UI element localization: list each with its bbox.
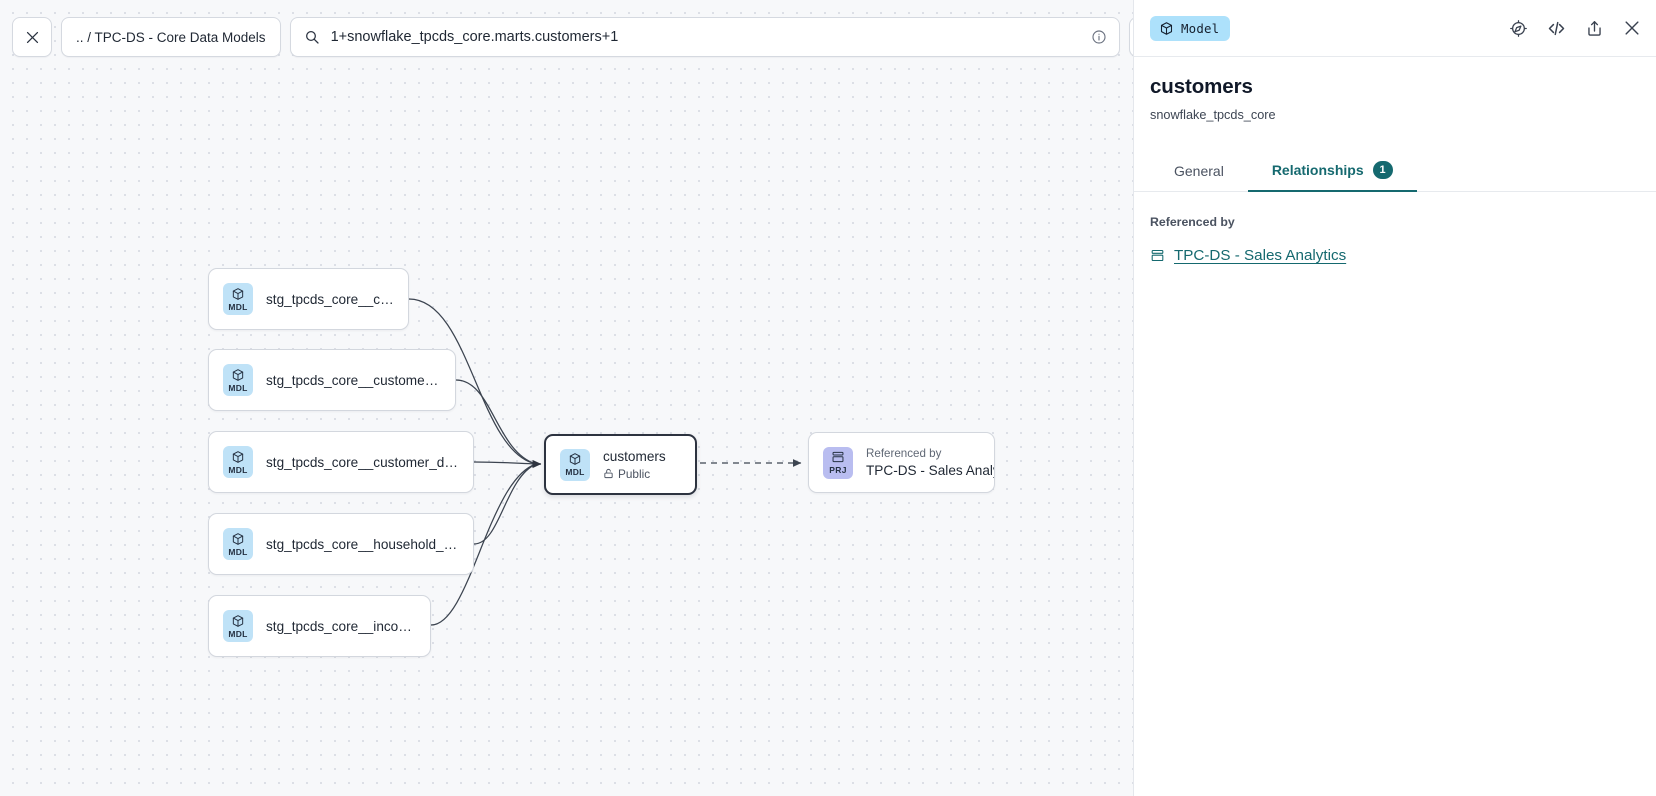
model-type-label: Model [1181,20,1220,36]
search-icon [304,29,320,45]
graph-node-project[interactable]: PRJ Referenced by TPC-DS - Sales Analyti… [808,432,995,493]
model-badge: MDL [560,448,590,481]
model-badge-text: MDL [565,467,585,477]
graph-node-label: stg_tpcds_core__customer [266,291,394,307]
close-lineage-button[interactable] [12,17,52,57]
graph-node[interactable]: MDL stg_tpcds_core__household_demogr… [208,513,474,575]
tab-general[interactable]: General [1150,153,1248,192]
graph-node-label: stg_tpcds_core__household_demogr… [266,536,459,552]
canvas-toolbar: .. / TPC-DS - Core Data Models 1+snowfla… [12,17,1133,57]
page-subtitle: snowflake_tpcds_core [1150,108,1276,122]
referenced-by-section: Referenced by TPC-DS - Sales Analytics [1134,192,1656,268]
explore-icon[interactable] [1509,19,1528,38]
section-label: Referenced by [1150,215,1235,229]
cube-icon [231,368,245,382]
panel-heading: customers snowflake_tpcds_core [1134,57,1656,122]
page-title: customers [1150,75,1253,98]
lock-icon [603,468,614,479]
graph-node-label: stg_tpcds_core__customer_demogra… [266,454,459,470]
code-icon[interactable] [1546,18,1567,39]
model-badge: MDL [223,446,253,478]
breadcrumb-label: .. / TPC-DS - Core Data Models [76,29,266,45]
project-badge: PRJ [823,446,853,479]
lineage-search[interactable]: 1+snowflake_tpcds_core.marts.customers+1 [289,17,1120,57]
graph-node[interactable]: MDL stg_tpcds_core__income_band [208,595,431,657]
tab-relationships[interactable]: Relationships 1 [1247,151,1417,192]
tab-relationships-count: 1 [1372,161,1393,179]
details-panel: Model [1133,0,1656,796]
graph-node[interactable]: MDL stg_tpcds_core__customer_address [208,349,456,411]
cube-icon [231,532,245,546]
cube-icon [231,614,245,628]
details-panel-header: Model [1134,0,1656,56]
model-type-chip: Model [1150,15,1231,41]
lineage-canvas[interactable]: MDL stg_tpcds_core__customer MDL stg_tpc… [0,0,1133,796]
model-badge: MDL [223,364,253,396]
cube-icon [568,452,582,466]
graph-node-label: stg_tpcds_core__customer_address [266,372,441,388]
close-icon[interactable] [1622,18,1642,38]
graph-node-label: stg_tpcds_core__income_band [266,618,416,634]
cube-icon [1159,21,1174,36]
model-badge: MDL [223,610,253,642]
referenced-by-label: TPC-DS - Sales Analytics [1174,247,1347,264]
graph-node-access-label: Public [618,466,651,481]
referenced-by-link[interactable]: TPC-DS - Sales Analytics [1150,247,1346,264]
cube-icon [231,450,245,464]
graph-node[interactable]: MDL stg_tpcds_core__customer_demogra… [208,431,474,493]
project-icon [831,450,845,464]
graph-node-label: TPC-DS - Sales Analytics [866,463,994,478]
model-badge-text: MDL [228,382,248,393]
refresh-button[interactable] [1128,17,1133,57]
project-icon [1150,248,1165,263]
model-badge-text: MDL [228,628,248,639]
graph-node-caption: Referenced by [866,447,942,460]
graph-node-label: customers [603,448,666,464]
tab-general-label: General [1174,163,1224,179]
project-badge-text: PRJ [829,465,847,475]
model-badge: MDL [223,283,253,315]
model-badge-text: MDL [228,546,248,557]
close-icon [24,29,41,46]
graph-node-access: Public [603,467,666,481]
panel-divider [1134,56,1656,57]
model-badge-text: MDL [228,464,248,475]
panel-actions [1509,18,1642,39]
info-icon[interactable] [1091,29,1107,45]
panel-tabs: General Relationships 1 [1134,151,1656,192]
graph-node[interactable]: MDL stg_tpcds_core__customer [208,268,409,330]
graph-node-selected[interactable]: MDL customers Public [544,434,697,495]
model-badge: MDL [223,528,253,560]
search-input[interactable]: 1+snowflake_tpcds_core.marts.customers+1 [330,29,619,45]
model-badge-text: MDL [228,301,248,312]
share-icon[interactable] [1585,19,1604,38]
breadcrumb[interactable]: .. / TPC-DS - Core Data Models [61,17,281,57]
cube-icon [231,287,245,301]
tab-relationships-label: Relationships [1271,162,1364,178]
lineage-edges [408,298,802,626]
